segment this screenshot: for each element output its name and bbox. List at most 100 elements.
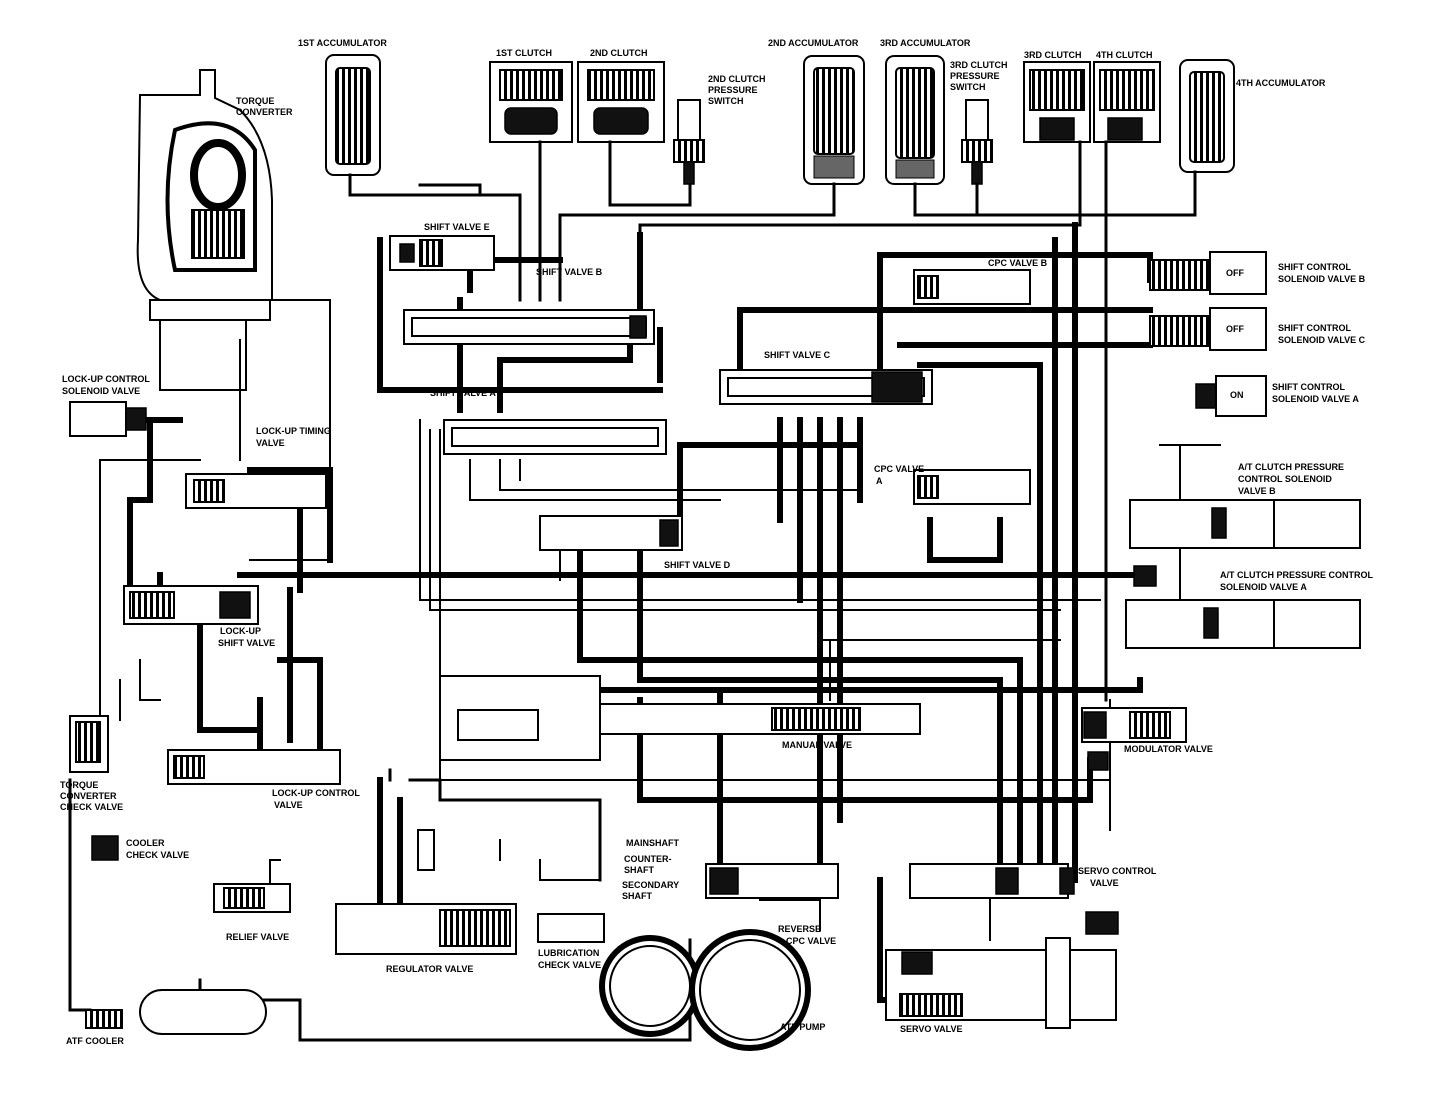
label-scsv-b-2: SOLENOID VALVE B	[1278, 274, 1366, 284]
label-lockup-control-1: LOCK-UP CONTROL	[272, 788, 360, 798]
cooler-check-valve	[91, 835, 119, 861]
label-lockup-solenoid-1: LOCK-UP CONTROL	[62, 374, 150, 384]
label-2nd-clutch: 2ND CLUTCH	[590, 48, 648, 58]
label-countershaft-1: COUNTER-	[624, 854, 672, 864]
label-cooler-check-1: COOLER	[126, 838, 165, 848]
lock-up-control-solenoid-valve	[69, 401, 147, 437]
label-mainshaft: MAINSHAFT	[626, 838, 679, 848]
label-secondary-1: SECONDARY	[622, 880, 679, 890]
torque-converter	[136, 69, 273, 391]
label-2nd-clutch-switch-2: PRESSURE	[708, 85, 758, 95]
label-scsv-a-1: SHIFT CONTROL	[1272, 382, 1345, 392]
label-countershaft-2: SHAFT	[624, 865, 654, 875]
reverse-cpc-valve	[705, 863, 839, 899]
label-atf-pump: ATF PUMP	[780, 1022, 825, 1032]
label-2nd-clutch-switch-3: SWITCH	[708, 96, 744, 106]
label-regulator-valve: REGULATOR VALVE	[386, 964, 473, 974]
label-manual-valve: MANUAL VALVE	[782, 740, 852, 750]
label-off-c: OFF	[1226, 324, 1244, 334]
label-off-b: OFF	[1226, 268, 1244, 278]
label-lockup-control-2: VALVE	[274, 800, 303, 810]
label-3rd-clutch: 3RD CLUTCH	[1024, 50, 1082, 60]
regulator-valve	[335, 829, 517, 955]
lock-up-shift-valve	[123, 585, 259, 625]
label-lockup-solenoid-2: SOLENOID VALVE	[62, 386, 140, 396]
lock-up-control-valve	[167, 749, 341, 785]
label-reverse-cpc-2: CPC VALVE	[786, 936, 836, 946]
label-reverse-cpc-1: REVERSE	[778, 924, 821, 934]
label-3rd-accumulator: 3RD ACCUMULATOR	[880, 38, 971, 48]
label-3rd-clutch-switch-2: PRESSURE	[950, 71, 1000, 81]
cpc-valve-a	[913, 469, 1031, 505]
label-2nd-clutch-switch-1: 2ND CLUTCH	[708, 74, 766, 84]
fourth-clutch	[1093, 61, 1161, 143]
label-relief-valve: RELIEF VALVE	[226, 932, 289, 942]
fluid-lines	[68, 140, 1197, 1042]
first-clutch	[489, 61, 573, 143]
label-lockup-shift-2: SHIFT VALVE	[218, 638, 275, 648]
label-scsv-c-1: SHIFT CONTROL	[1278, 323, 1351, 333]
shift-valve-b	[403, 309, 655, 345]
label-1st-accumulator: 1ST ACCUMULATOR	[298, 38, 387, 48]
label-lockup-shift-1: LOCK-UP	[220, 626, 261, 636]
third-accumulator	[885, 55, 945, 185]
shift-control-solenoid-valve-a	[1195, 375, 1267, 417]
shift-valve-e	[389, 235, 495, 271]
label-scsv-b-1: SHIFT CONTROL	[1278, 262, 1351, 272]
label-servo-valve: SERVO VALVE	[900, 1024, 963, 1034]
second-clutch-pressure-switch	[673, 99, 705, 185]
modulator-valve	[1081, 707, 1187, 771]
label-atcpcsv-b-2: CONTROL SOLENOID	[1238, 474, 1332, 484]
label-modulator-valve: MODULATOR VALVE	[1124, 744, 1213, 754]
label-tc-check-3: CHECK VALVE	[60, 802, 123, 812]
third-clutch	[1023, 61, 1091, 143]
label-4th-accumulator: 4TH ACCUMULATOR	[1236, 78, 1326, 88]
label-shift-valve-b: SHIFT VALVE B	[536, 267, 603, 277]
label-cooler-check-2: CHECK VALVE	[126, 850, 189, 860]
second-accumulator	[803, 55, 865, 185]
label-cpc-valve-a-1: CPC VALVE	[874, 464, 924, 474]
label-shift-valve-e: SHIFT VALVE E	[424, 222, 490, 232]
lubrication-check-valve	[537, 913, 605, 943]
label-4th-clutch: 4TH CLUTCH	[1096, 50, 1153, 60]
label-shift-valve-c: SHIFT VALVE C	[764, 350, 831, 360]
relief-valve	[213, 883, 291, 913]
label-lockup-timing-1: LOCK-UP TIMING	[256, 426, 331, 436]
label-atcpcsv-b-3: VALVE B	[1238, 486, 1276, 496]
first-accumulator	[325, 54, 381, 176]
label-atcpcsv-a-1: A/T CLUTCH PRESSURE CONTROL	[1220, 570, 1374, 580]
fluid-lines-thin	[99, 299, 1221, 941]
label-scsv-c-2: SOLENOID VALVE C	[1278, 335, 1366, 345]
label-torque-converter-1: TORQUE	[236, 96, 274, 106]
shift-valve-c	[719, 369, 933, 405]
label-cpc-valve-a-2: A	[876, 476, 883, 486]
shift-valve-d	[539, 515, 683, 551]
label-3rd-clutch-switch-3: SWITCH	[950, 82, 986, 92]
servo-control-valve	[909, 863, 1075, 899]
second-clutch	[577, 61, 665, 143]
manual-valve	[439, 675, 921, 761]
label-atf-cooler: ATF COOLER	[66, 1036, 124, 1046]
label-shift-valve-d: SHIFT VALVE D	[664, 560, 731, 570]
servo-valve	[885, 911, 1119, 1029]
label-tc-check-2: CONVERTER	[60, 791, 117, 801]
atf-pump	[599, 929, 811, 1051]
label-cpc-valve-b: CPC VALVE B	[988, 258, 1048, 268]
shift-valve-a	[443, 419, 667, 455]
label-tc-check-1: TORQUE	[60, 780, 98, 790]
third-clutch-pressure-switch	[961, 99, 993, 185]
fourth-accumulator	[1179, 59, 1235, 173]
label-lockup-timing-2: VALVE	[256, 438, 285, 448]
label-atcpcsv-b-1: A/T CLUTCH PRESSURE	[1238, 462, 1344, 472]
label-1st-clutch: 1ST CLUTCH	[496, 48, 552, 58]
label-lubrication-2: CHECK VALVE	[538, 960, 601, 970]
lock-up-timing-valve	[185, 473, 327, 509]
at-clutch-pressure-control-solenoid-valve-a	[1125, 565, 1361, 649]
label-lubrication-1: LUBRICATION	[538, 948, 599, 958]
label-torque-converter-2: CONVERTER	[236, 107, 293, 117]
at-clutch-pressure-control-solenoid-valve-b	[1129, 499, 1361, 549]
label-scsv-a-2: SOLENOID VALVE A	[1272, 394, 1359, 404]
label-secondary-2: SHAFT	[622, 891, 652, 901]
label-shift-valve-a: SHIFT VALVE A	[430, 388, 496, 398]
label-on-a: ON	[1230, 390, 1244, 400]
